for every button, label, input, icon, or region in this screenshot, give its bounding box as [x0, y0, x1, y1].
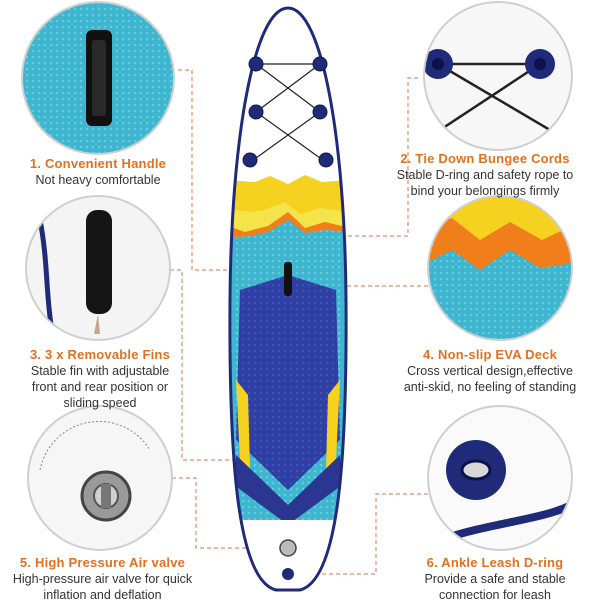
connector-dring	[296, 493, 428, 575]
feature-convenient-handle: 1. Convenient Handle Not heavy comfortab…	[18, 156, 178, 188]
feature-desc-line: Provide a safe and stable	[424, 572, 566, 586]
feature-title: 6. Ankle Leash D-ring	[426, 555, 564, 570]
connector-fins	[170, 269, 260, 461]
feature-desc-line: connection for leash	[439, 588, 551, 602]
feature-desc-line: bind your belongings firmly	[410, 184, 560, 198]
feature-bungee-cords: 2. Tie Down Bungee Cords Stable D-ring a…	[380, 151, 590, 199]
feature-title: 3. 3 x Removable Fins	[29, 347, 171, 362]
connector-valve	[172, 477, 282, 549]
detail-circle-dring	[427, 405, 573, 551]
feature-desc-line: Stable fin with adjustable	[30, 364, 170, 378]
board-bungee-cords	[242, 56, 334, 168]
board-dring	[282, 568, 294, 580]
feature-title: 4. Non-slip EVA Deck	[422, 347, 558, 362]
detail-circle-deck	[427, 195, 573, 341]
feature-ankle-leash: 6. Ankle Leash D-ring Provide a safe and…	[395, 555, 595, 603]
feature-removable-fins: 3. 3 x Removable Fins Stable fin with ad…	[0, 347, 200, 411]
feature-desc-line: Not heavy comfortable	[35, 173, 161, 187]
feature-desc-line: front and rear position or	[31, 380, 169, 394]
feature-title: 5. High Pressure Air valve	[19, 555, 186, 570]
feature-desc-line: High-pressure air valve for quick	[12, 572, 193, 586]
feature-non-slip-deck: 4. Non-slip EVA Deck Cross vertical desi…	[390, 347, 590, 395]
feature-desc-line: Stable D-ring and safety rope to	[396, 168, 574, 182]
detail-circle-valve	[27, 405, 173, 551]
board-valve	[279, 539, 297, 557]
paddle-board	[229, 8, 347, 590]
feature-desc-line: inflation and deflation	[43, 588, 162, 602]
detail-circle-fins	[25, 195, 171, 341]
feature-desc-line: sliding speed	[63, 396, 137, 410]
connector-bungee	[296, 77, 418, 237]
board-outline	[228, 6, 348, 592]
feature-title: 2. Tie Down Bungee Cords	[400, 151, 570, 166]
feature-title: 1. Convenient Handle	[29, 156, 167, 171]
feature-desc-line: Cross vertical design,effective	[407, 364, 573, 378]
board-handle	[284, 262, 292, 296]
detail-circle-handle	[21, 1, 175, 155]
feature-desc-line: anti-skid, no feeling of standing	[403, 380, 577, 394]
detail-circle-bungee	[423, 1, 573, 151]
feature-air-valve: 5. High Pressure Air valve High-pressure…	[0, 555, 205, 603]
